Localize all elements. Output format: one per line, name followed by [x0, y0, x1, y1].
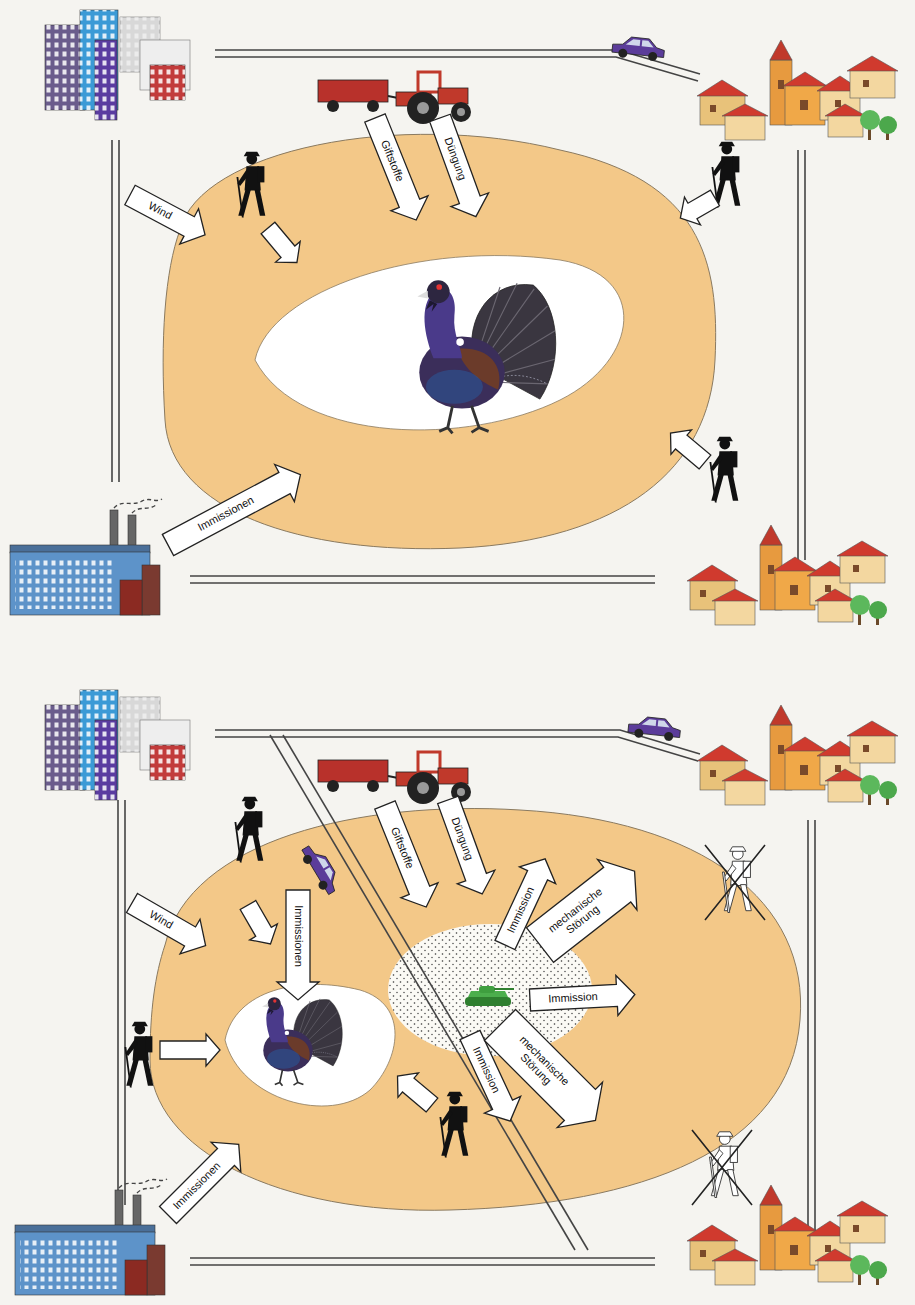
influence-arrows	[121, 111, 723, 564]
road	[112, 50, 805, 583]
car	[298, 841, 343, 897]
habitat-core	[225, 984, 395, 1106]
village	[697, 40, 898, 140]
capercaillie	[417, 280, 555, 433]
city	[45, 690, 190, 800]
habitat-buffer	[163, 134, 716, 548]
factory	[15, 1179, 167, 1295]
arrow-label: Immissionen	[292, 905, 304, 967]
factory	[10, 499, 162, 615]
arrow-label: Immissionen	[171, 1160, 223, 1212]
capercaillie	[262, 997, 342, 1086]
road	[118, 730, 815, 1265]
village	[687, 1185, 888, 1285]
hikers	[237, 142, 741, 503]
village	[687, 525, 888, 625]
influence-arrows	[122, 793, 654, 1230]
car	[611, 35, 665, 62]
city	[45, 10, 190, 120]
village	[697, 705, 898, 805]
banned-hikers	[692, 845, 765, 1205]
hikers	[125, 797, 469, 1158]
tractor	[318, 752, 471, 804]
car	[627, 715, 681, 742]
tank	[465, 986, 514, 1006]
